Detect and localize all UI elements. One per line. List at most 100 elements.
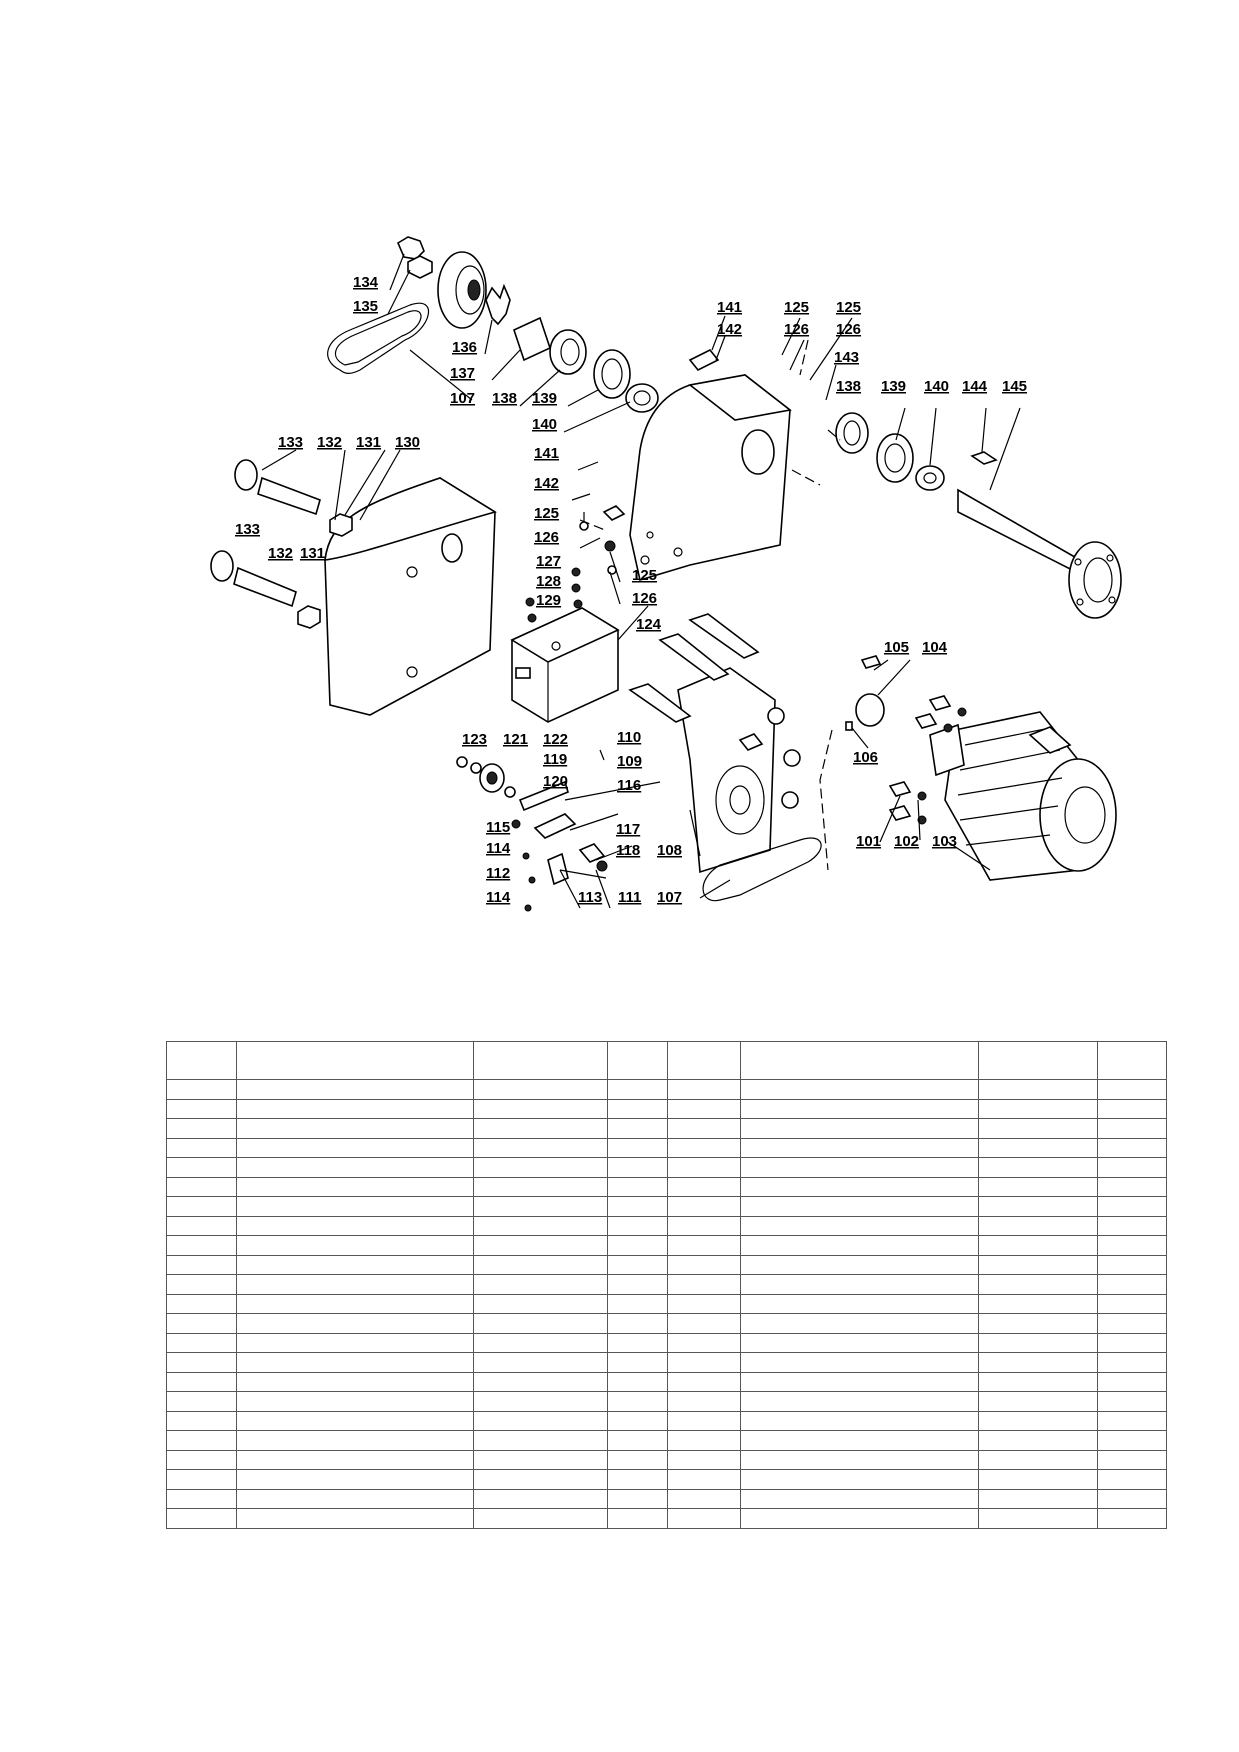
pulley xyxy=(437,251,487,329)
callout-119: 119 xyxy=(543,751,567,768)
table-cell xyxy=(607,1196,668,1217)
gearbox-housing xyxy=(602,348,792,582)
callout-130: 130 xyxy=(395,434,420,451)
callout-123: 123 xyxy=(462,731,487,748)
table-cell xyxy=(473,1313,608,1334)
table-cell xyxy=(607,1293,668,1314)
callout-143: 143 xyxy=(834,349,859,366)
callout-142: 142 xyxy=(534,475,559,492)
table-cell xyxy=(607,1313,668,1334)
table-cell xyxy=(473,1371,608,1392)
table-cell xyxy=(166,1098,237,1119)
table-cell xyxy=(978,1157,1098,1178)
table-cell xyxy=(978,1508,1098,1529)
table-cell xyxy=(978,1391,1098,1412)
callout-135: 135 xyxy=(353,298,378,315)
motor-103 xyxy=(845,655,1117,881)
table-row xyxy=(166,1293,1167,1314)
assembly-lines xyxy=(579,339,841,871)
table-cell xyxy=(236,1488,474,1509)
callout-127: 127 xyxy=(536,553,561,570)
callout-144: 144 xyxy=(962,378,988,395)
table-cell xyxy=(607,1098,668,1119)
callout-107: 107 xyxy=(657,889,682,906)
callout-132: 132 xyxy=(268,545,293,562)
table-cell xyxy=(473,1118,608,1139)
table-cell xyxy=(667,1332,741,1353)
table-cell xyxy=(607,1118,668,1139)
callout-126: 126 xyxy=(836,321,861,338)
table-cell xyxy=(667,1508,741,1529)
table-cell xyxy=(607,1176,668,1197)
table-cell xyxy=(607,1235,668,1256)
callout-125: 125 xyxy=(836,299,861,316)
table-cell xyxy=(473,1157,608,1178)
table-cell xyxy=(978,1254,1098,1275)
bracket-124 xyxy=(510,521,620,723)
table-cell xyxy=(166,1118,237,1139)
callout-125: 125 xyxy=(534,505,559,522)
table-cell xyxy=(740,1469,979,1490)
table-cell xyxy=(667,1157,741,1178)
callout-104: 104 xyxy=(922,639,948,656)
callout-108: 108 xyxy=(657,842,682,859)
parts-table-body xyxy=(166,1041,1167,1529)
table-header-cell xyxy=(978,1041,1098,1080)
table-cell xyxy=(1097,1410,1167,1431)
exploded-parts-diagram: 134 135 136 137 107 138 139 140 141 142 … xyxy=(210,236,1122,912)
table-cell xyxy=(236,1352,474,1373)
table-cell xyxy=(607,1352,668,1373)
table-cell xyxy=(473,1449,608,1470)
table-cell xyxy=(473,1332,608,1353)
table-cell xyxy=(236,1332,474,1353)
table-row xyxy=(166,1352,1167,1373)
table-cell xyxy=(236,1449,474,1470)
table-cell xyxy=(607,1137,668,1158)
callout-120: 120 xyxy=(543,773,568,790)
table-cell xyxy=(166,1391,237,1412)
callout-labels: 134 135 136 137 107 138 139 140 141 142 … xyxy=(235,274,1027,906)
table-header-row xyxy=(166,1041,1167,1080)
table-cell xyxy=(236,1118,474,1139)
table-cell xyxy=(1097,1118,1167,1139)
callout-142: 142 xyxy=(717,321,742,338)
table-cell xyxy=(667,1313,741,1334)
table-cell xyxy=(740,1430,979,1451)
table-cell xyxy=(236,1137,474,1158)
callout-121: 121 xyxy=(503,731,528,748)
table-cell xyxy=(978,1098,1098,1119)
screw-106 xyxy=(845,721,853,731)
table-cell xyxy=(607,1332,668,1353)
table-cell xyxy=(236,1254,474,1275)
callout-111: 111 xyxy=(618,889,641,906)
table-cell xyxy=(166,1488,237,1509)
tensioner-parts xyxy=(456,756,608,912)
table-cell xyxy=(473,1508,608,1529)
table-cell xyxy=(740,1332,979,1353)
callout-124: 124 xyxy=(636,616,662,633)
table-cell xyxy=(667,1488,741,1509)
table-cell xyxy=(607,1391,668,1412)
table-cell xyxy=(473,1430,608,1451)
callout-137: 137 xyxy=(450,365,475,382)
table-cell xyxy=(607,1254,668,1275)
table-cell xyxy=(166,1430,237,1451)
table-cell xyxy=(740,1313,979,1334)
table-cell xyxy=(1097,1469,1167,1490)
table-cell xyxy=(166,1235,237,1256)
sprocket-136 xyxy=(485,283,511,326)
table-cell xyxy=(473,1391,608,1412)
table-cell xyxy=(1097,1352,1167,1373)
table-cell xyxy=(166,1079,237,1100)
table-cell xyxy=(978,1176,1098,1197)
table-cell xyxy=(978,1469,1098,1490)
table-row xyxy=(166,1137,1167,1158)
table-cell xyxy=(740,1508,979,1529)
callout-131: 131 xyxy=(300,545,325,562)
table-header-cell xyxy=(607,1041,668,1080)
callout-106: 106 xyxy=(853,749,878,766)
callout-140: 140 xyxy=(924,378,949,395)
table-header-cell xyxy=(667,1041,741,1080)
table-cell xyxy=(166,1410,237,1431)
table-cell xyxy=(166,1293,237,1314)
